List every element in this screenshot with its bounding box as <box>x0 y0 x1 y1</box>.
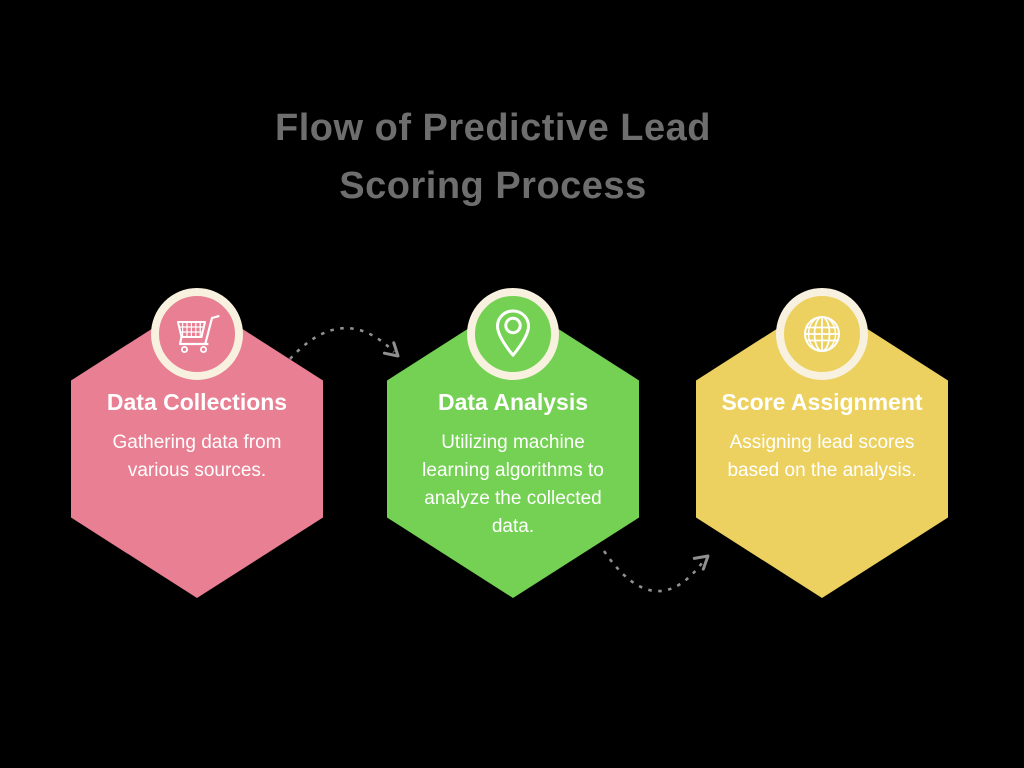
page-title-line-2: Scoring Process <box>339 165 647 207</box>
page-title: Flow of Predictive Lead Scoring Process <box>0 99 986 215</box>
step-description: Gathering data from various sources. <box>112 432 282 481</box>
step-title: Data Collections <box>106 389 288 415</box>
step-icon-badge-2 <box>467 288 559 380</box>
page-title-line-1: Flow of Predictive Lead <box>275 107 711 149</box>
step-description: Assigning lead scores based on the analy… <box>727 432 917 481</box>
location-pin-icon <box>496 309 530 357</box>
step-title: Data Analysis <box>438 389 588 415</box>
step-title: Score Assignment <box>721 389 923 415</box>
step-icon-badge-3 <box>776 288 868 380</box>
process-step-card-3: Score Assignment Assigning lead scores b… <box>696 288 948 602</box>
step-description: Utilizing machine learning algorithms to… <box>422 432 604 537</box>
globe-icon <box>804 316 840 352</box>
process-step-card-1: Data Collections Gathering data from var… <box>71 288 323 602</box>
step-icon-badge-1 <box>151 288 243 380</box>
process-step-card-2: Data Analysis Utilizing machine learning… <box>387 288 639 602</box>
shopping-cart-icon <box>177 315 220 354</box>
